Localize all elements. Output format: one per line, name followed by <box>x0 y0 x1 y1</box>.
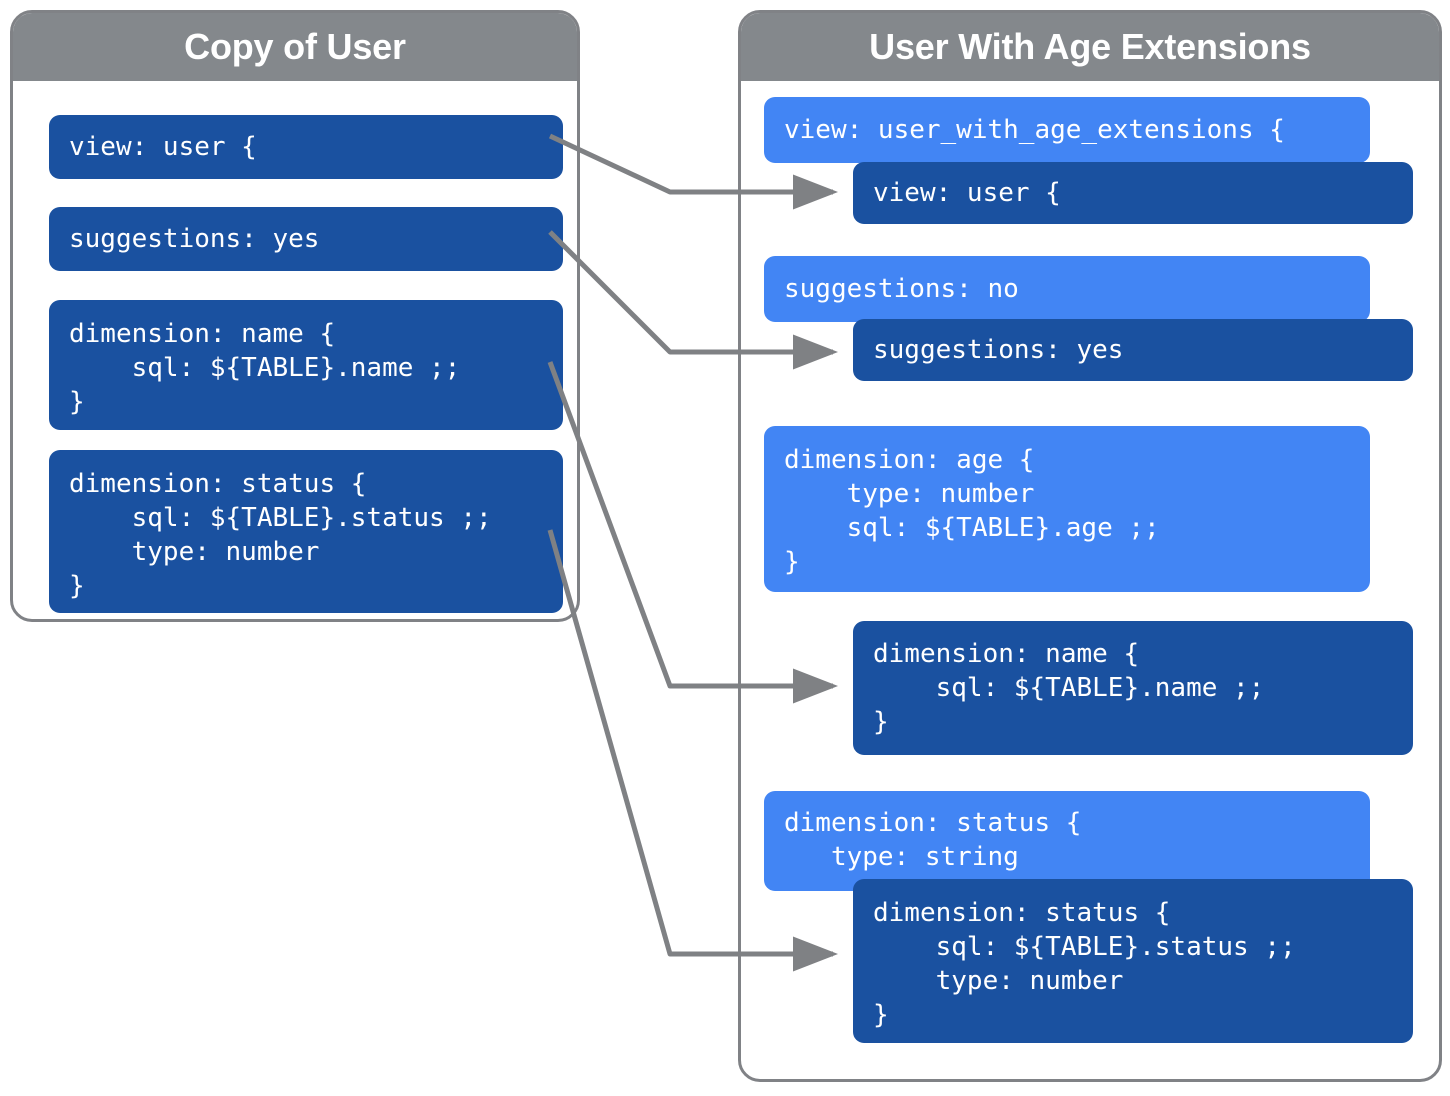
right-dimension-age-block: dimension: age { type: number sql: ${TAB… <box>764 426 1370 592</box>
left-dimension-name-block: dimension: name { sql: ${TABLE}.name ;; … <box>49 300 563 430</box>
right-suggestions-inherited-block: suggestions: yes <box>853 319 1413 381</box>
right-view-extending-block: view: user_with_age_extensions { <box>764 97 1370 163</box>
panel-right-title: User With Age Extensions <box>741 13 1439 81</box>
left-view-block: view: user { <box>49 115 563 179</box>
panel-left-title: Copy of User <box>13 13 577 81</box>
right-dimension-status-inherited-block: dimension: status { sql: ${TABLE}.status… <box>853 879 1413 1043</box>
left-suggestions-block: suggestions: yes <box>49 207 563 271</box>
left-dimension-status-block: dimension: status { sql: ${TABLE}.status… <box>49 450 563 613</box>
right-suggestions-override-block: suggestions: no <box>764 256 1370 322</box>
panel-copy-of-user: Copy of User view: user { suggestions: y… <box>10 10 580 622</box>
right-dimension-status-override-block: dimension: status { type: string <box>764 791 1370 891</box>
right-view-inherited-block: view: user { <box>853 162 1413 224</box>
right-dimension-name-inherited-block: dimension: name { sql: ${TABLE}.name ;; … <box>853 621 1413 755</box>
